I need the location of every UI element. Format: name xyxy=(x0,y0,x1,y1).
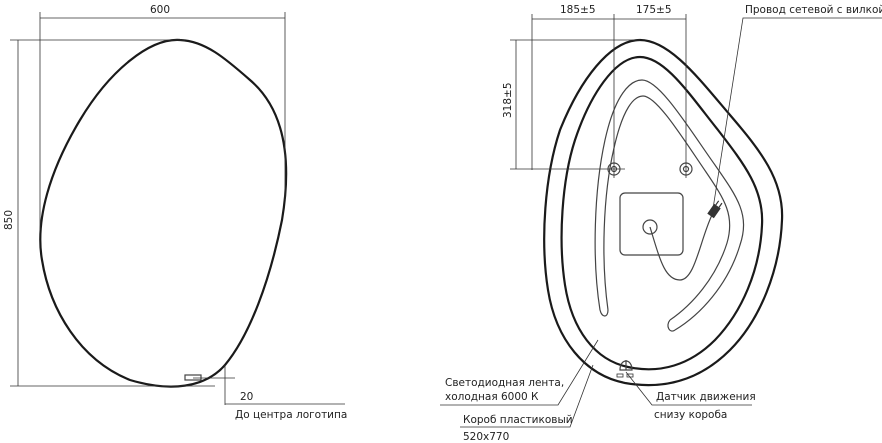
front-view: 600 850 20 До центра логотипа xyxy=(3,4,347,421)
cable-outlet xyxy=(642,219,658,235)
cable-note: Провод сетевой с вилкой xyxy=(745,4,882,16)
motion-sensor xyxy=(619,360,633,371)
junction-box xyxy=(619,192,684,256)
dim-left: 185±5 xyxy=(560,4,596,16)
plug-icon xyxy=(707,200,723,219)
height-dimension: 850 xyxy=(3,210,15,230)
back-view: 185±5 175±5 318±5 Провод сетевой с вилко… xyxy=(440,4,882,443)
box-size: 520x770 xyxy=(463,431,509,443)
mirror-outline xyxy=(39,38,288,388)
led-note-line2: холодная 6000 К xyxy=(445,391,539,403)
box-note: Короб пластиковый xyxy=(463,414,573,426)
logo-note: До центра логотипа xyxy=(235,409,347,421)
power-cable xyxy=(649,214,713,281)
sensor-note-line2: снизу короба xyxy=(654,409,727,421)
sensor-note-line1: Датчик движения xyxy=(656,391,756,403)
logo-mark xyxy=(184,374,202,381)
logo-offset-dimension: 20 xyxy=(240,391,253,403)
dim-right: 175±5 xyxy=(636,4,672,16)
led-strip xyxy=(594,79,745,331)
width-dimension: 600 xyxy=(150,4,170,16)
plastic-box-outline xyxy=(560,55,764,371)
led-note-line1: Светодиодная лента, xyxy=(445,377,564,389)
mirror-outline-back xyxy=(543,38,784,387)
dim-vertical: 318±5 xyxy=(502,82,514,118)
